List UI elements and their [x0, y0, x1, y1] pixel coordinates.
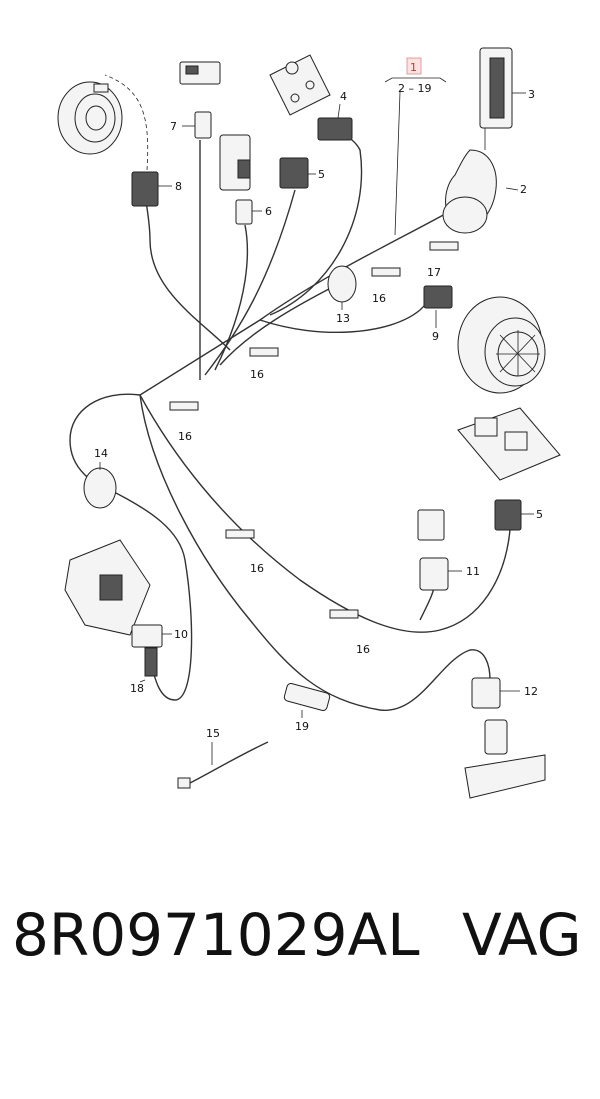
range-bracket — [384, 57, 447, 236]
connector-7-icon — [194, 111, 212, 139]
window-switch-panel-icon — [457, 407, 561, 481]
connector-8-icon — [131, 171, 159, 207]
callout-5-top: 5 — [318, 168, 325, 181]
callout-7: 7 — [170, 120, 177, 133]
speaker-right-icon — [457, 296, 546, 394]
callout-14: 14 — [94, 447, 108, 460]
callout-19: 19 — [295, 720, 309, 733]
grommet-13-icon — [327, 265, 357, 303]
callout-16c: 16 — [178, 430, 192, 443]
callout-10: 10 — [174, 628, 188, 641]
callout-labels: 1 2 – 19 2 3 4 5 5 6 7 8 9 10 11 12 13 1… — [94, 61, 543, 740]
clip-icons — [169, 241, 459, 619]
grommet-14-icon — [83, 467, 117, 509]
callout-9: 9 — [432, 330, 439, 343]
wiring-harness-diagram: 1 2 – 19 2 3 4 5 5 6 7 8 9 10 11 12 13 1… — [57, 47, 561, 799]
cable-tie-icon — [177, 741, 269, 789]
relay-icon — [219, 134, 251, 191]
module-icon — [417, 509, 445, 541]
connector-5-top-icon — [279, 157, 309, 189]
callout-13: 13 — [336, 312, 350, 325]
callout-2: 2 — [520, 183, 527, 196]
speaker-icon — [57, 81, 123, 155]
door-lock-icon — [64, 539, 151, 636]
part-number: 8R0971029AL — [12, 901, 420, 969]
grommet-2-icon — [442, 149, 497, 234]
connector-11-icon — [419, 557, 449, 591]
callout-3: 3 — [528, 88, 535, 101]
connector-12-icon — [471, 677, 501, 709]
harness-wires — [69, 74, 511, 711]
callout-16b: 16 — [250, 368, 264, 381]
callout-17: 17 — [427, 266, 441, 279]
callout-leaders — [99, 92, 534, 765]
connector-3-icon — [479, 47, 513, 150]
callout-6: 6 — [265, 205, 272, 218]
connector-4-icon — [317, 117, 353, 141]
callout-16d: 16 — [250, 562, 264, 575]
callout-8: 8 — [175, 180, 182, 193]
connector-10-icon — [131, 624, 163, 677]
holder-19-icon — [283, 683, 331, 711]
door-handle-icon — [464, 719, 546, 799]
callout-16a: 16 — [372, 292, 386, 305]
connector-9-icon — [423, 285, 453, 309]
callout-18: 18 — [130, 682, 144, 695]
callout-4: 4 — [340, 90, 347, 103]
callout-5-right: 5 — [536, 508, 543, 521]
brand-name: VAG — [462, 901, 582, 969]
footer: 8R0971029AL VAG — [0, 895, 600, 975]
switch-icon — [179, 61, 221, 85]
callout-12: 12 — [524, 685, 538, 698]
callout-16e: 16 — [356, 643, 370, 656]
bracket-icon — [269, 54, 331, 116]
range-label: 2 – 19 — [398, 82, 432, 95]
connector-5-right-icon — [494, 499, 522, 531]
callout-15: 15 — [206, 727, 220, 740]
callout-1: 1 — [410, 61, 417, 74]
connector-6-icon — [235, 199, 253, 225]
callout-11: 11 — [466, 565, 480, 578]
